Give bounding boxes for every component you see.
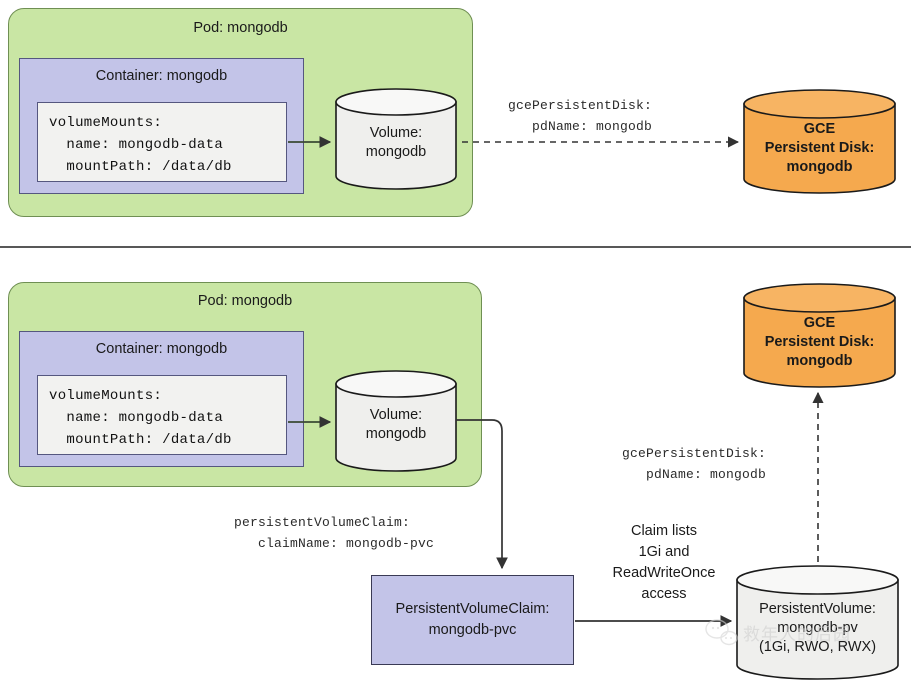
top-gce-disk-cylinder: GCE Persistent Disk: mongodb (742, 89, 897, 194)
bottom-pod-title: Pod: mongodb (197, 293, 293, 309)
pvc-box-label: PersistentVolumeClaim: mongodb-pvc (396, 599, 550, 641)
top-gce-edge-label-line2: pdName: mongodb (508, 119, 653, 134)
chat-bubble-icon (705, 619, 738, 646)
pvc-box-line1: PersistentVolumeClaim: (395, 601, 550, 617)
pvc-edge-label: persistentVolumeClaim: claimName: mongod… (234, 512, 434, 554)
pvc-box-line2: mongodb-pvc (428, 622, 517, 638)
claim-note-line1: Claim lists (630, 523, 698, 539)
bottom-container-title: Container: mongodb (95, 341, 228, 357)
top-pod-title: Pod: mongodb (193, 20, 288, 36)
cylinder-shape (743, 283, 896, 388)
cylinder-shape (736, 565, 899, 680)
cylinder-shape (335, 88, 457, 190)
code-line: volumeMounts: (49, 388, 163, 404)
cylinder-shape (743, 89, 896, 194)
code-line: name: mongodb-data (49, 410, 224, 426)
bottom-gce-edge-label: gcePersistentDisk: pdName: mongodb (622, 443, 766, 485)
section-divider (0, 246, 911, 248)
claim-note-line4: access (641, 586, 687, 602)
bottom-gce-edge-label-line2: pdName: mongodb (622, 467, 767, 482)
top-container-title: Container: mongodb (95, 68, 228, 84)
bottom-gce-disk-cylinder: GCE Persistent Disk: mongodb (742, 283, 897, 388)
persistent-volume-cylinder: PersistentVolume: mongodb-pv (1Gi, RWO, … (735, 565, 900, 681)
code-line: mountPath: /data/db (49, 159, 232, 175)
bottom-gce-edge-label-line1: gcePersistentDisk: (622, 446, 767, 461)
top-volume-cylinder: Volume: mongodb (334, 88, 458, 190)
bottom-volumemounts-code-box: volumeMounts: name: mongodb-data mountPa… (37, 375, 287, 455)
code-line: name: mongodb-data (49, 137, 224, 153)
top-gce-edge-label: gcePersistentDisk: pdName: mongodb (508, 95, 652, 137)
pvc-edge-label-line1: persistentVolumeClaim: (234, 515, 411, 530)
claim-note-line3: ReadWriteOnce (612, 565, 716, 581)
bottom-volume-cylinder: Volume: mongodb (334, 370, 458, 472)
pvc-edge-label-line2: claimName: mongodb-pvc (234, 536, 435, 551)
persistent-volume-claim-box: PersistentVolumeClaim: mongodb-pvc (371, 575, 574, 665)
cylinder-shape (335, 370, 457, 472)
code-line: mountPath: /data/db (49, 432, 232, 448)
top-volumemounts-code-box: volumeMounts: name: mongodb-data mountPa… (37, 102, 287, 182)
top-gce-edge-label-line1: gcePersistentDisk: (508, 98, 653, 113)
claim-note-line2: 1Gi and (638, 544, 690, 560)
code-line: volumeMounts: (49, 115, 163, 131)
